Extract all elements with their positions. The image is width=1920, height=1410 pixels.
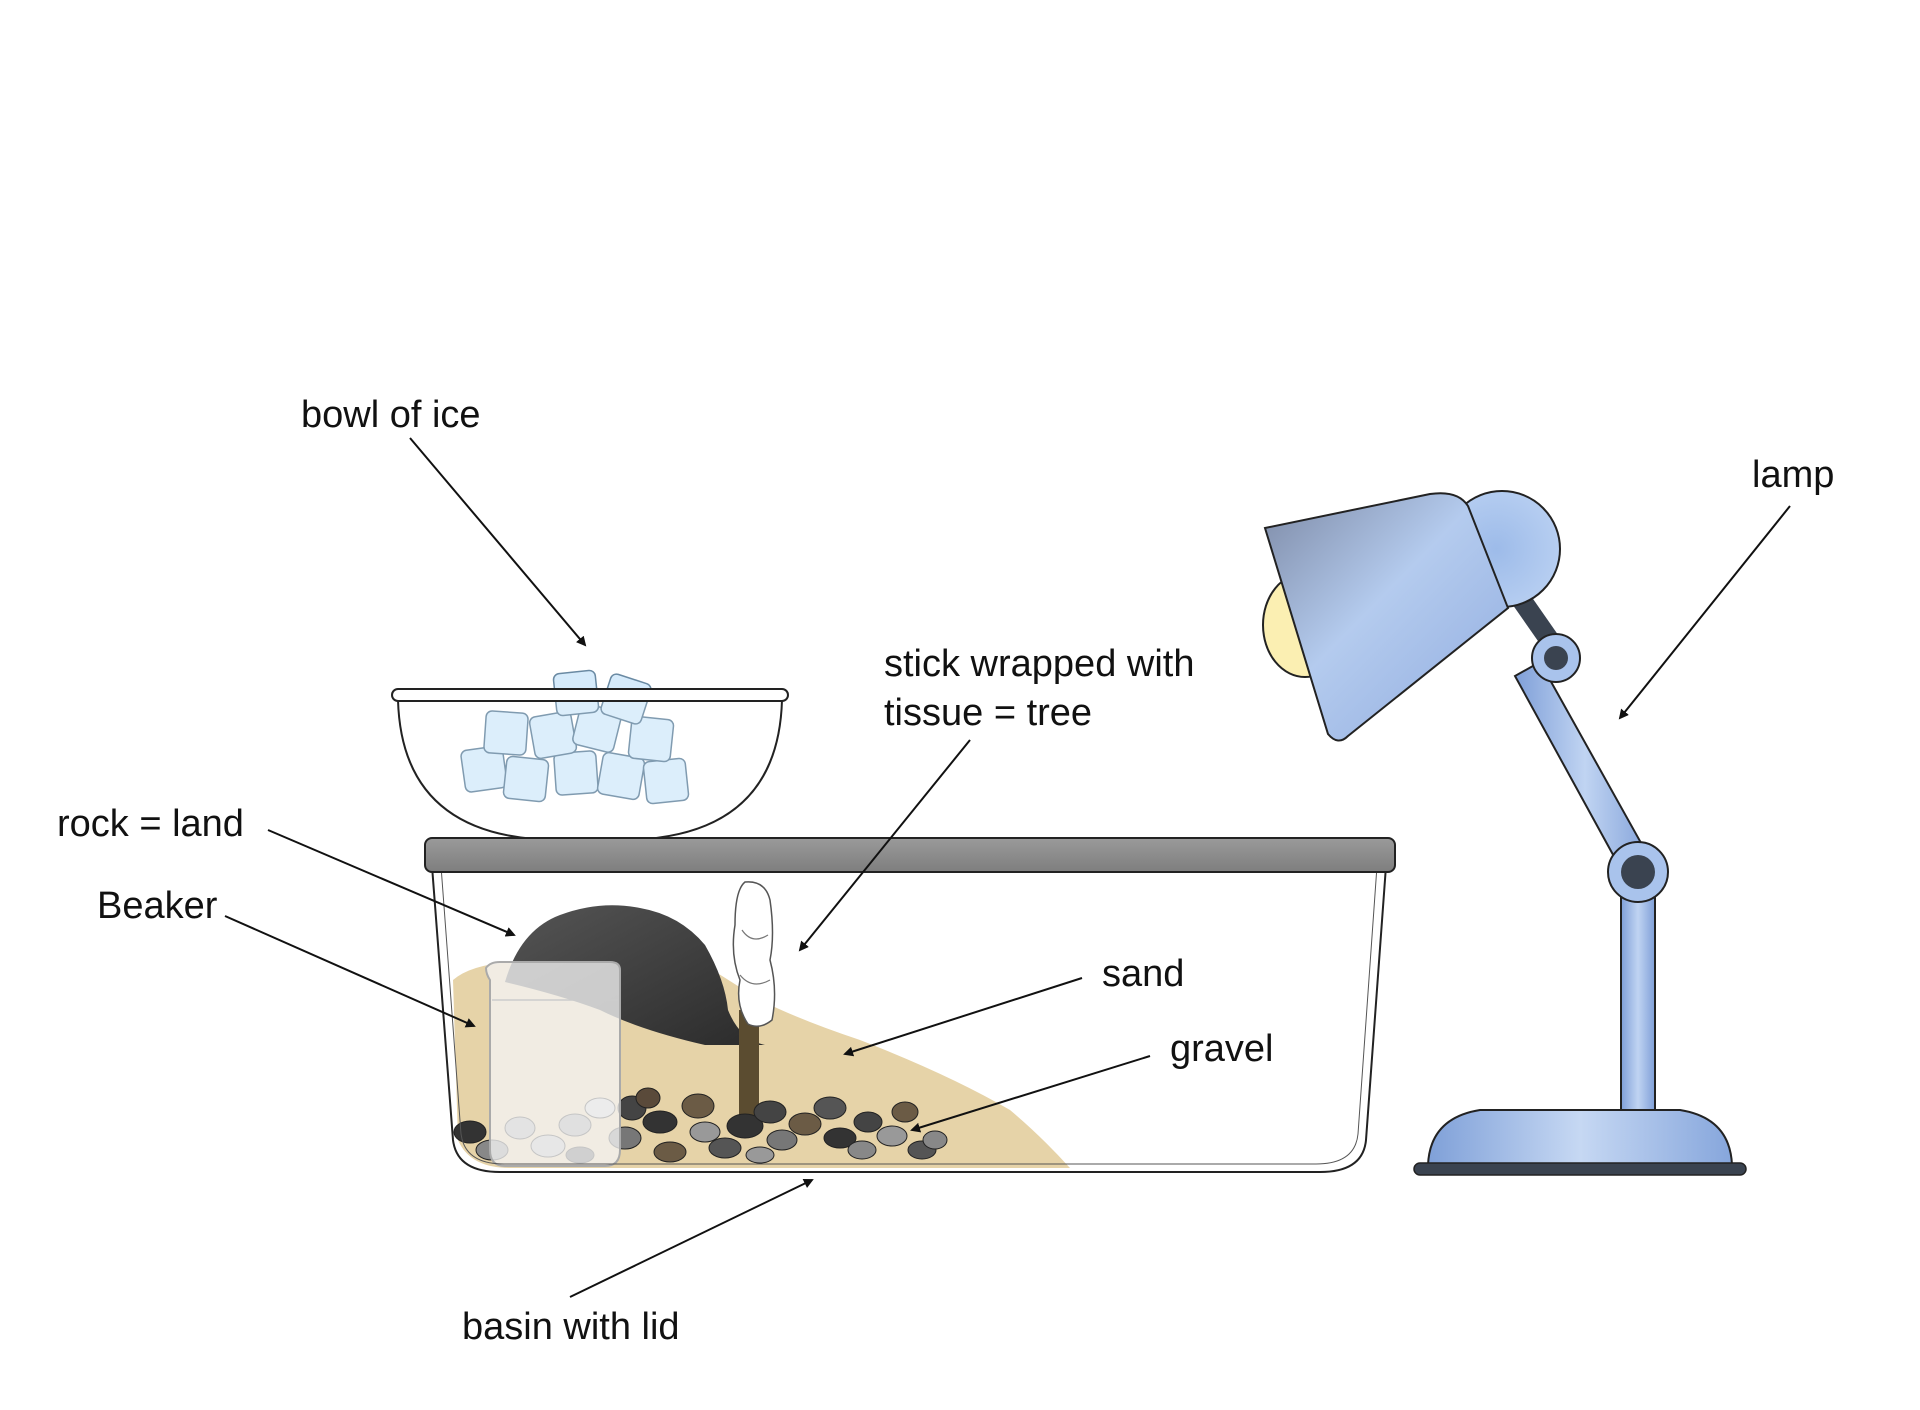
arrow-bowl-of-ice	[409, 437, 587, 647]
arrow-basin	[569, 1178, 814, 1298]
label-sand: sand	[1102, 953, 1184, 995]
lamp	[1262, 490, 1747, 1176]
ice-bowl	[391, 669, 789, 841]
arrow-sand	[843, 977, 1083, 1057]
lamp-shade	[1263, 492, 1510, 742]
basin-lid	[424, 837, 1396, 873]
lamp-stand	[1620, 869, 1656, 1111]
label-lamp: lamp	[1752, 454, 1834, 496]
stick	[739, 1010, 759, 1118]
beaker	[484, 961, 621, 1167]
label-basin-with-lid: basin with lid	[462, 1306, 680, 1348]
basin	[424, 837, 1396, 1173]
lamp-base-foot	[1413, 1162, 1747, 1176]
arrow-beaker	[224, 915, 476, 1028]
lamp-base	[1426, 1109, 1734, 1166]
label-bowl-of-ice: bowl of ice	[301, 394, 481, 436]
label-stick-line1: stick wrapped with	[884, 643, 1194, 685]
label-beaker: Beaker	[97, 885, 218, 927]
bowl-rim	[391, 688, 789, 702]
label-stick-line2: tissue = tree	[884, 692, 1092, 734]
arrow-stick	[798, 739, 971, 952]
bowl-glass	[396, 699, 784, 841]
arrow-gravel	[910, 1055, 1151, 1133]
arrow-rock	[267, 829, 516, 937]
arrow-lamp	[1618, 505, 1791, 720]
label-rock-land: rock = land	[57, 803, 244, 845]
tissue	[732, 881, 776, 1027]
rock-shape	[505, 905, 765, 1045]
leader-arrows	[224, 437, 1791, 1298]
basin-outline	[431, 865, 1387, 1173]
label-gravel: gravel	[1170, 1028, 1274, 1070]
